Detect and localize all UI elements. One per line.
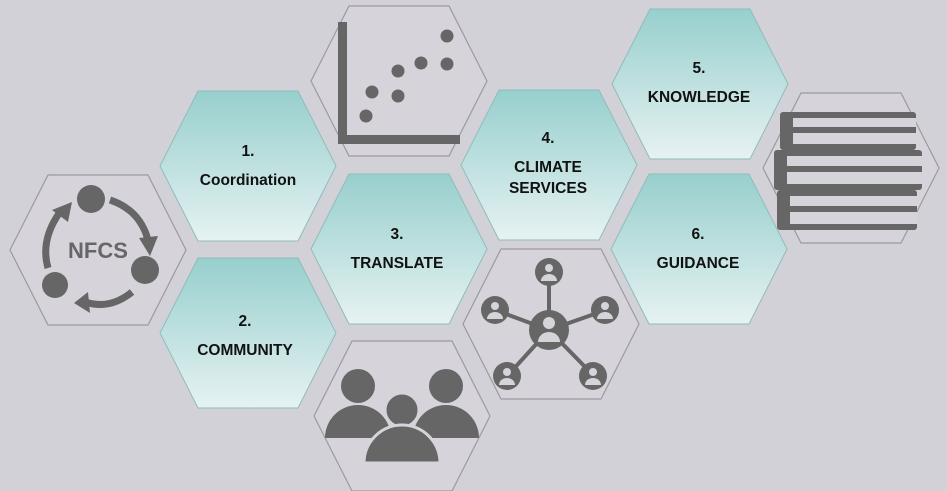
step-1-title: Coordination	[199, 172, 297, 189]
step-6-number: 6.	[691, 226, 705, 243]
group-of-people-icon	[325, 369, 479, 465]
hexagon-step-2	[159, 257, 337, 409]
step-1-label: 1. Coordination	[173, 141, 323, 191]
hexagon-step-1	[159, 90, 337, 242]
step-5-title: KNOWLEDGE	[647, 89, 751, 106]
nfcs-icon-text: NFCS	[68, 238, 128, 263]
step-2-label: 2. COMMUNITY	[170, 311, 320, 361]
step-3-number: 3.	[390, 226, 404, 243]
step-1-number: 1.	[241, 143, 255, 160]
step-3-label: 3. TRANSLATE	[322, 224, 472, 274]
hexagon-step-5	[611, 8, 789, 160]
hexagon-step-4	[460, 89, 638, 241]
step-5-number: 5.	[692, 60, 706, 77]
hexagon-step-6	[610, 173, 788, 325]
step-6-title: GUIDANCE	[656, 255, 740, 272]
step-4-number: 4.	[541, 130, 555, 147]
step-4-label: 4. CLIMATE SERVICES	[473, 128, 623, 199]
people-network-icon	[481, 258, 619, 390]
hexagon-scatter-icon	[310, 5, 488, 157]
hexagon-step-3	[310, 173, 488, 325]
scatter-plot-icon	[338, 22, 460, 144]
stack-of-books-icon	[774, 112, 922, 230]
step-4-title-line-1: CLIMATE	[514, 159, 582, 176]
step-2-title: COMMUNITY	[197, 342, 293, 359]
nfcs-cycle-icon: NFCS	[42, 185, 159, 313]
step-4-title-line-2: SERVICES	[508, 180, 588, 197]
step-3-title: TRANSLATE	[350, 255, 444, 272]
step-5-label: 5. KNOWLEDGE	[624, 58, 774, 108]
step-6-label: 6. GUIDANCE	[623, 224, 773, 274]
step-2-number: 2.	[238, 313, 252, 330]
